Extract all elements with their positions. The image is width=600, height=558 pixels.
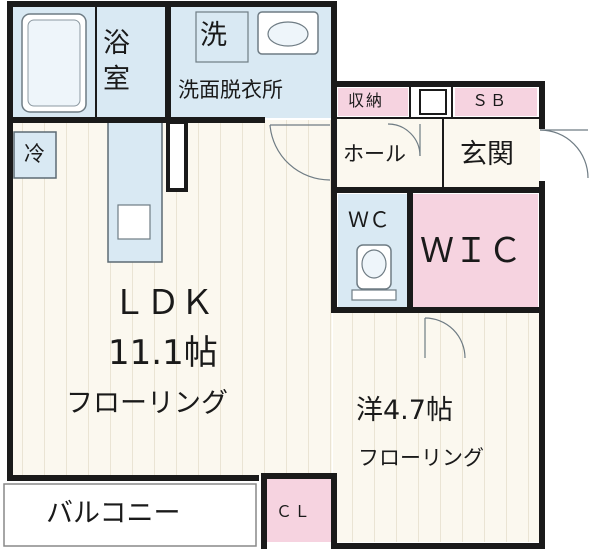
storage-label: 収納 bbox=[348, 91, 385, 110]
refrigerator-area bbox=[13, 131, 57, 179]
kitchen-counter bbox=[107, 121, 163, 263]
shoebox-area bbox=[455, 88, 537, 116]
wic-area bbox=[413, 194, 538, 308]
shoebox-label: ＳＢ bbox=[472, 91, 509, 110]
balcony-label: バルコニー bbox=[46, 498, 181, 529]
wic-label: ＷＩＣ bbox=[420, 231, 522, 271]
bath-label-bottom: 室 bbox=[103, 64, 130, 95]
western-room-floor bbox=[333, 310, 540, 542]
entrance-label: 玄関 bbox=[460, 139, 514, 170]
bath-label-top: 浴 bbox=[103, 28, 130, 59]
entrance-floor bbox=[443, 118, 540, 190]
wash-label: 洗 bbox=[200, 20, 227, 51]
hall-floor bbox=[333, 118, 443, 190]
western-floor-label: フローリング bbox=[358, 446, 484, 470]
wc-label: ＷＣ bbox=[348, 208, 390, 232]
closet-label: ＣＬ bbox=[276, 502, 313, 521]
hall-label: ホール bbox=[343, 142, 406, 166]
ldk-floor-label: フローリング bbox=[66, 388, 228, 419]
ldk-name: ＬＤＫ bbox=[112, 283, 214, 323]
western-room-label: 洋4.7帖 bbox=[356, 395, 453, 426]
refrigerator-label: 冷 bbox=[24, 142, 45, 166]
washroom-label: 洗面脱衣所 bbox=[178, 78, 283, 102]
closet-area bbox=[265, 476, 331, 542]
balcony-area bbox=[3, 483, 257, 547]
ldk-size: 11.1帖 bbox=[108, 333, 218, 373]
storage-area bbox=[338, 88, 408, 116]
